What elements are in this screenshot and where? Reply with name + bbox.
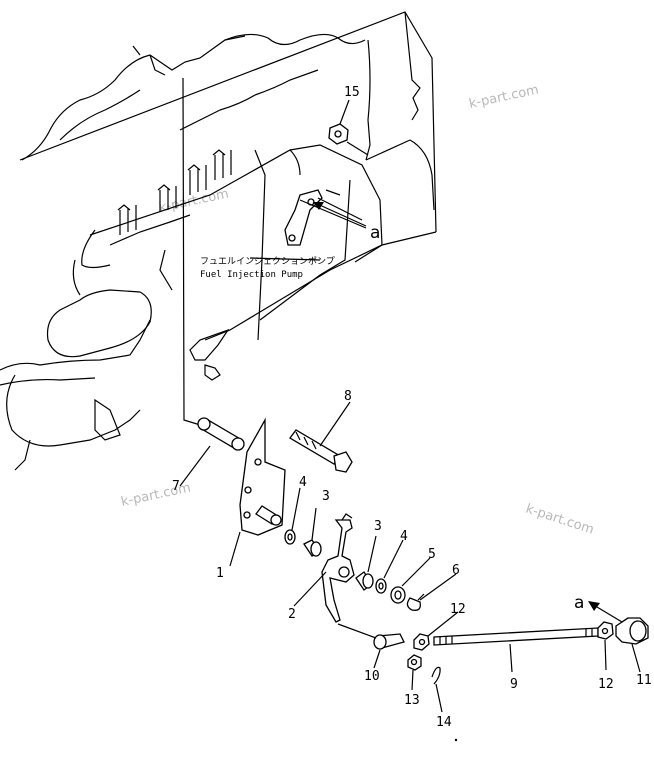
part-5-washer	[390, 586, 406, 604]
view-arrow-lower	[588, 601, 623, 623]
callout-3: 3	[322, 489, 330, 504]
part-11-ball-joint	[615, 617, 649, 645]
view-label-a: a	[370, 223, 380, 243]
callout-10: 10	[364, 669, 380, 684]
callout-5: 5	[428, 547, 436, 562]
callout-4: 4	[400, 529, 408, 544]
watermark: k-part.com	[468, 83, 540, 112]
engine-outline	[0, 11, 437, 471]
part-4-washer	[284, 529, 296, 545]
pump-label-jp: フュエルインジェクションポンプ	[200, 256, 335, 267]
pump-lever-bracket	[284, 189, 363, 246]
callout-7: 7	[172, 479, 180, 494]
callout-12: 12	[450, 602, 466, 617]
callout-15: 15	[344, 85, 360, 100]
part-15-nut	[328, 123, 369, 156]
part-6-clip	[406, 593, 425, 611]
callout-9: 9	[510, 677, 518, 692]
part-3-bushing	[355, 571, 374, 591]
part-12-nut	[413, 633, 430, 651]
callout-13: 13	[404, 693, 420, 708]
pump-label-en: Fuel Injection Pump	[200, 270, 303, 280]
callout-11: 11	[636, 673, 652, 688]
leader-lines	[179, 99, 641, 713]
part-13-nut	[407, 654, 422, 671]
part-4-washer	[375, 578, 387, 594]
part-9-rod	[433, 627, 599, 646]
part-8-bolt	[289, 429, 353, 473]
part-7-sleeve	[197, 417, 245, 451]
part-2-lever	[321, 513, 355, 623]
callout-3: 3	[374, 519, 382, 534]
callout-12: 12	[598, 677, 614, 692]
part-10-ball-joint	[337, 623, 405, 650]
callout-6: 6	[452, 563, 460, 578]
callout-4: 4	[299, 475, 307, 490]
callout-14: 14	[436, 715, 452, 730]
part-12-nut	[597, 621, 614, 640]
callout-1: 1	[216, 566, 224, 581]
part-3-bushing	[303, 539, 322, 557]
stray-dot	[454, 738, 458, 742]
part-14-split-pin	[431, 666, 441, 685]
view-label-a: a	[574, 593, 584, 613]
callout-2: 2	[288, 607, 296, 622]
callout-8: 8	[344, 389, 352, 404]
part-1-bracket	[239, 417, 286, 536]
watermark: k-part.com	[524, 502, 596, 538]
view-arrow-upper	[312, 201, 367, 227]
